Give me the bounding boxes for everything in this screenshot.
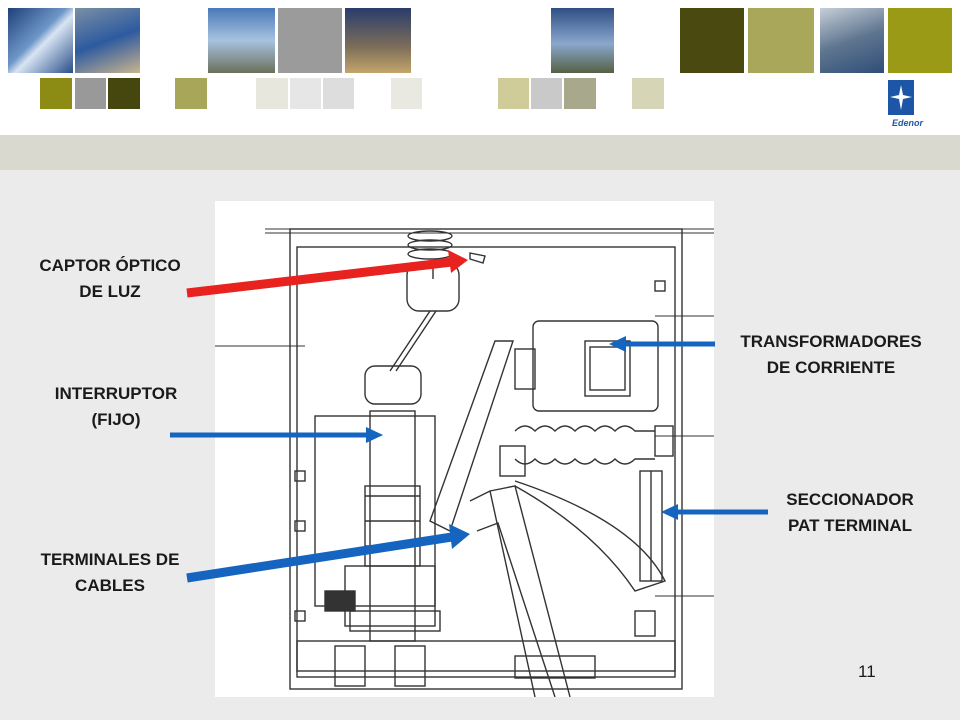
header-square xyxy=(108,78,140,109)
header-square xyxy=(40,78,72,109)
header-tile xyxy=(278,8,342,73)
header-tile xyxy=(680,8,744,73)
header-square xyxy=(564,78,596,109)
header-square xyxy=(498,78,529,109)
page-number: 11 xyxy=(858,662,876,681)
header-tile xyxy=(748,8,814,73)
header-photo-building xyxy=(8,8,73,73)
header-square xyxy=(256,78,288,109)
arrow-breaker xyxy=(170,427,383,443)
header-photo-transformer xyxy=(820,8,884,73)
top-insulator xyxy=(407,230,453,242)
cabinet-base xyxy=(296,640,676,672)
current-transformer xyxy=(532,320,659,412)
label-cable-terminals: TERMINALES DE CABLES xyxy=(40,550,180,595)
header-tile xyxy=(888,8,952,73)
insulator-stack xyxy=(514,425,655,465)
header-photo-worker xyxy=(75,8,140,73)
breaker-head xyxy=(364,365,422,405)
header-photo-substation xyxy=(208,8,275,73)
header-square xyxy=(391,78,422,109)
header-square xyxy=(632,78,664,109)
arrow-earthing-switch xyxy=(661,504,768,520)
arrow-cable-terminals xyxy=(186,524,470,583)
cabinet-inner xyxy=(296,246,676,678)
label-current-transformers: TRANSFORMADORES DE CORRIENTE xyxy=(740,332,922,377)
header-photo-city-night xyxy=(345,8,411,73)
edenor-logo: Edenor xyxy=(880,80,935,135)
label-optical-sensor: CAPTOR ÓPTICO DE LUZ xyxy=(39,256,181,301)
arrow-optical-sensor xyxy=(186,250,468,298)
header-photo-towers xyxy=(551,8,614,73)
header-square xyxy=(75,78,106,109)
label-earthing-switch: SECCIONADOR PAT TERMINAL xyxy=(786,490,914,535)
label-breaker: INTERRUPTOR (FIJO) xyxy=(54,384,178,429)
header-square xyxy=(531,78,562,109)
header-square xyxy=(290,78,321,109)
arrow-current-transformers xyxy=(609,336,715,352)
breaker-body xyxy=(314,415,436,607)
logo-wordmark: Edenor xyxy=(891,118,923,128)
header-square xyxy=(323,78,354,109)
header-square xyxy=(175,78,207,109)
base-plate xyxy=(349,610,441,632)
star-icon xyxy=(888,80,914,115)
switchgear-drawing xyxy=(215,201,714,698)
header-band xyxy=(0,135,960,170)
